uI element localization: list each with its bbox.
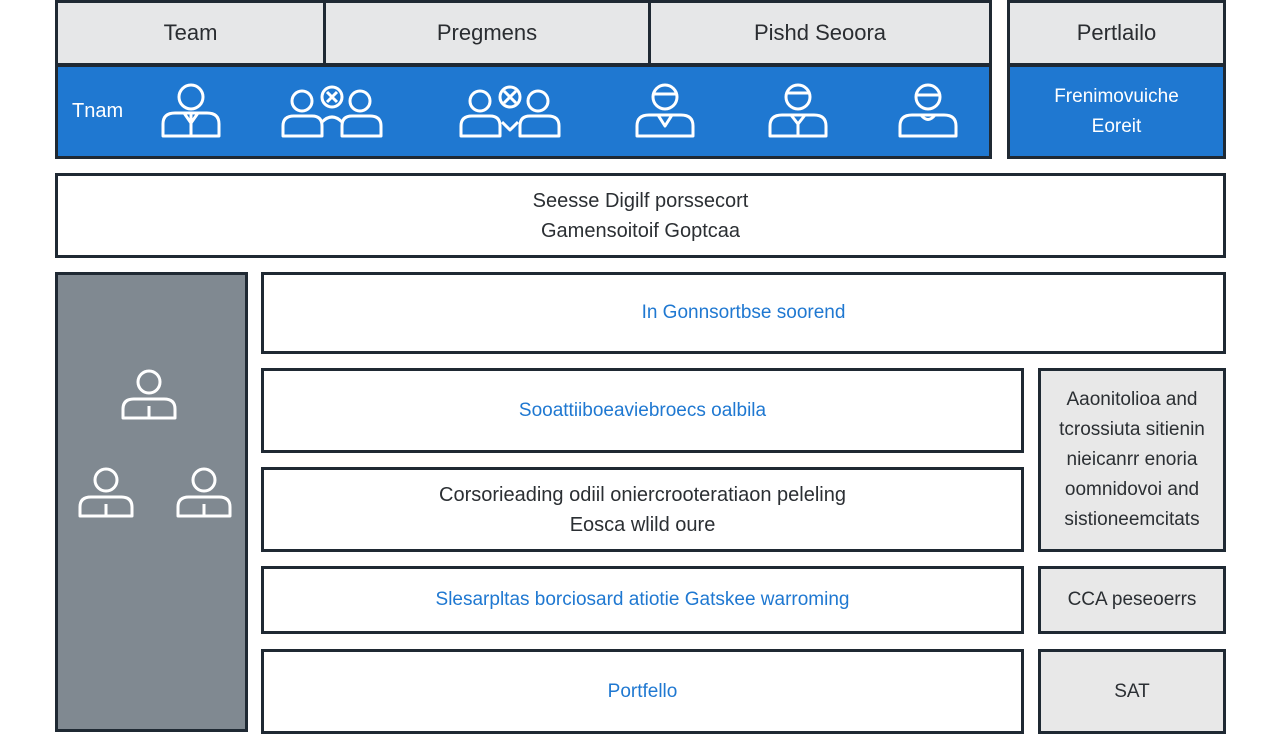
person-icon [176,467,232,518]
banner: Seesse Digilf porssecort Gamensoitoif Go… [55,173,1226,258]
portfolio-panel-line1: Frenimovuiche [1054,85,1179,107]
group-icon [459,85,561,138]
content-box-1[interactable]: In Gonnsortbse soorend [261,272,1226,354]
group-icon [281,85,383,138]
content-box-4[interactable]: Slesarpltas borciosard atiotie Gatskee w… [261,566,1024,634]
content-box-2[interactable]: Sooattiiboeaviebroecs oalbila [261,368,1024,453]
person-icon [161,83,221,138]
banner-line1: Seesse Digilf porssecort [532,189,749,212]
tab-published-scores-label: Pishd Seoora [753,20,887,45]
person-icon [635,83,695,138]
side-box-3[interactable]: SAT [1038,649,1226,734]
content-box-4-text: Slesarpltas borciosard atiotie Gatskee w… [435,589,850,610]
side-box-2[interactable]: CCA peseoerrs [1038,566,1226,634]
person-icon [898,83,958,138]
tab-portfolio-label: Pertlailo [1076,20,1157,45]
tab-programs[interactable]: Pregmens [323,0,651,66]
content-box-5[interactable]: Portfello [261,649,1024,734]
content-box-3[interactable]: Corsorieading odiil oniercrooteratiaon p… [261,467,1024,552]
banner-line2: Gamensoitoif Goptcaa [541,219,740,242]
tab-team-label: Team [163,20,218,45]
team-row [55,64,992,159]
portfolio-panel-line2: Eoreit [1091,115,1142,137]
tab-published-scores[interactable]: Pishd Seoora [648,0,992,66]
content-box-3-line1: Corsorieading odiil oniercrooteratiaon p… [439,483,846,506]
content-box-5-text: Portfello [607,680,678,702]
sidebar-panel [55,272,248,732]
content-box-2-text: Sooattiiboeaviebroecs oalbila [518,399,767,421]
side-box-1[interactable]: Aaonitolioa and tcrossiuta sitienin niei… [1038,368,1226,552]
team-row-label: Tnam [72,100,124,122]
person-icon [121,369,177,420]
side-box-3-text: SAT [1114,680,1150,702]
tab-portfolio[interactable]: Pertlailo [1007,0,1226,66]
side-box-2-text: CCA peseoerrs [1067,589,1197,610]
side-box-1-line2: tcrossiuta sitienin [1059,419,1205,440]
tab-team[interactable]: Team [55,0,326,66]
portfolio-panel[interactable]: Frenimovuiche Eoreit [1007,64,1226,159]
tab-programs-label: Pregmens [436,20,538,45]
side-box-1-line5: sistioneemcitats [1064,509,1200,530]
side-box-1-line3: nieicanrr enoria [1066,449,1198,470]
content-box-3-line2: Eosca wlild oure [569,513,716,536]
side-box-1-line1: Aaonitolioa and [1066,389,1198,410]
person-icon [78,467,134,518]
content-box-1-text: In Gonnsortbse soorend [641,302,846,323]
side-box-1-line4: oomnidovoi and [1064,479,1200,500]
person-icon [768,83,828,138]
